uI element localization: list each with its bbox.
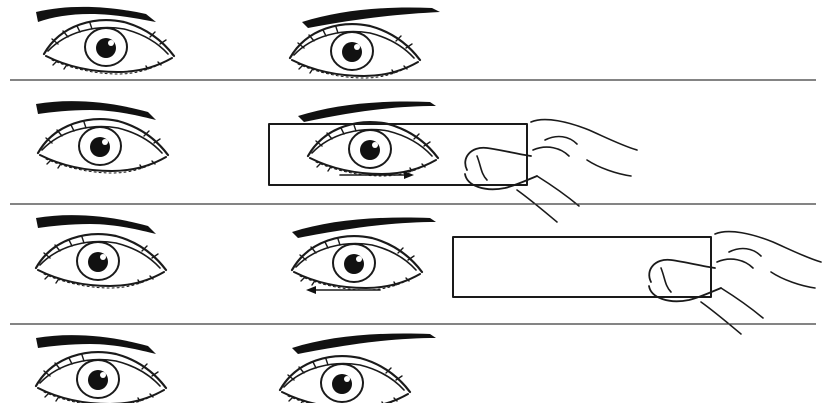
right-eye bbox=[280, 356, 410, 403]
right-eyebrow bbox=[292, 334, 436, 354]
right-eyebrow bbox=[292, 218, 436, 238]
left-eye bbox=[38, 119, 168, 173]
panel-row-3 bbox=[36, 215, 821, 334]
hand bbox=[649, 232, 821, 334]
right-eye bbox=[292, 236, 422, 290]
right-eye bbox=[308, 122, 438, 176]
hand bbox=[465, 120, 637, 222]
panel-row-1 bbox=[36, 7, 440, 78]
left-eye bbox=[36, 352, 166, 403]
left-eyebrow bbox=[36, 101, 156, 120]
panel-row-4 bbox=[36, 334, 436, 403]
left-eye bbox=[44, 20, 174, 74]
right-eyebrow bbox=[302, 8, 440, 28]
right-eyebrow bbox=[298, 102, 436, 122]
occluder-card bbox=[453, 237, 711, 297]
left-eyebrow bbox=[36, 215, 156, 234]
right-eye bbox=[290, 24, 420, 78]
left-eye bbox=[36, 234, 166, 288]
